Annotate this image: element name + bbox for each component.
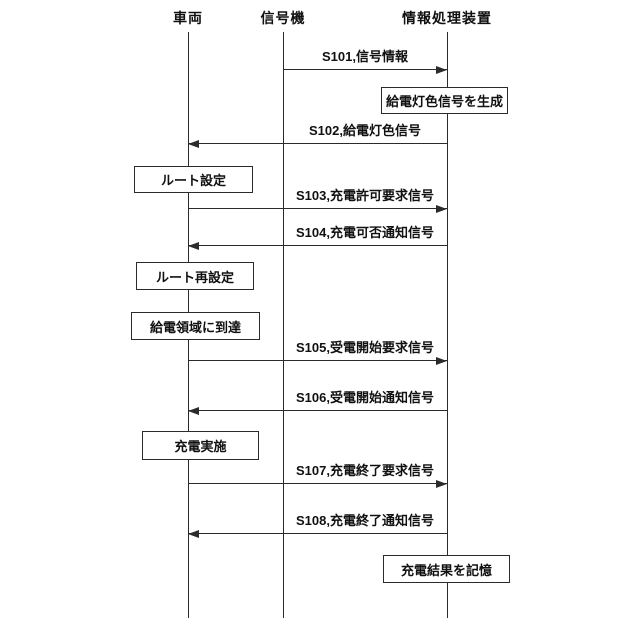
actor-label-vehicle: 車両 xyxy=(173,10,203,26)
arrowhead-right-icon xyxy=(436,480,447,488)
lifeline-info-device xyxy=(447,32,448,618)
message-line-s102 xyxy=(188,143,447,144)
message-line-s104 xyxy=(188,245,447,246)
arrowhead-left-icon xyxy=(188,407,199,415)
arrowhead-left-icon xyxy=(188,530,199,538)
message-label-s106: S106,受電開始通知信号 xyxy=(294,387,436,406)
message-line-s107 xyxy=(188,483,447,484)
action-box-vehicle-1: ルート設定 xyxy=(134,166,253,193)
message-label-s105: S105,受電開始要求信号 xyxy=(294,337,436,356)
actor-label-info-device: 情報処理装置 xyxy=(402,10,492,26)
message-line-s105 xyxy=(188,360,447,361)
message-line-s101 xyxy=(283,69,447,70)
message-line-s103 xyxy=(188,208,447,209)
message-label-s103: S103,充電許可要求信号 xyxy=(294,185,436,204)
actor-label-traffic-signal: 信号機 xyxy=(260,10,306,26)
arrowhead-left-icon xyxy=(188,242,199,250)
action-box-vehicle-3: 給電領域に到達 xyxy=(131,312,260,340)
message-label-s107: S107,充電終了要求信号 xyxy=(294,460,436,479)
action-box-info-device-0: 給電灯色信号を生成 xyxy=(381,87,508,114)
arrowhead-right-icon xyxy=(436,205,447,213)
message-line-s108 xyxy=(188,533,447,534)
arrowhead-left-icon xyxy=(188,140,199,148)
message-label-s101: S101,信号情報 xyxy=(320,46,410,65)
message-label-s108: S108,充電終了通知信号 xyxy=(294,510,436,529)
message-label-s104: S104,充電可否通知信号 xyxy=(294,222,436,241)
arrowhead-right-icon xyxy=(436,66,447,74)
lifeline-traffic-signal xyxy=(283,32,284,618)
message-label-s102: S102,給電灯色信号 xyxy=(307,120,423,139)
arrowhead-right-icon xyxy=(436,357,447,365)
action-box-info-device-5: 充電結果を記憶 xyxy=(383,555,510,583)
message-line-s106 xyxy=(188,410,447,411)
action-box-vehicle-4: 充電実施 xyxy=(142,431,259,460)
action-box-vehicle-2: ルート再設定 xyxy=(136,262,254,290)
